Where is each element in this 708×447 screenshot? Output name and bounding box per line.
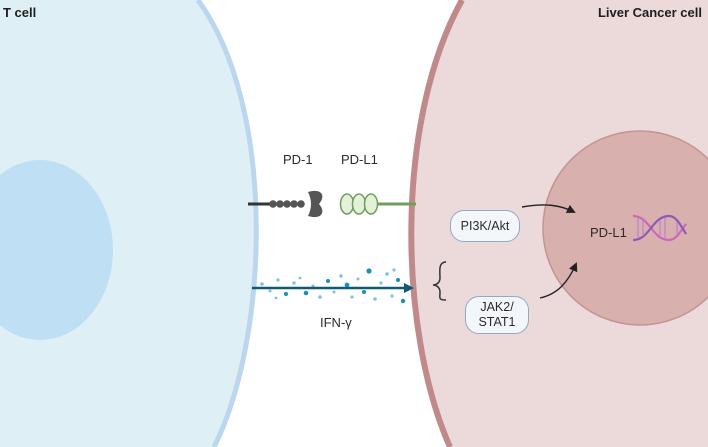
- ifn-gamma-particle: [268, 289, 272, 293]
- stat1-label: STAT1: [478, 315, 516, 329]
- jak2-stat1-pill: JAK2/ STAT1: [465, 296, 529, 334]
- pdl1-ligand: [339, 193, 416, 215]
- jak2-arrow: [539, 262, 578, 299]
- ifn-gamma-particle: [366, 268, 372, 274]
- ifn-gamma-particle: [392, 268, 396, 272]
- ifn-gamma-particle: [260, 282, 264, 286]
- ifn-gamma-particle: [274, 296, 278, 300]
- t-cell: [0, 0, 259, 447]
- ifn-gamma-particle: [390, 294, 394, 298]
- ifn-gamma-particle: [326, 279, 330, 283]
- ifn-gamma-particle: [332, 290, 336, 294]
- pi3k-akt-label: PI3K/Akt: [460, 218, 510, 233]
- cancer-cell-membrane: [408, 0, 465, 447]
- ifn-gamma-particle: [396, 278, 400, 282]
- ifn-gamma-particle: [298, 276, 302, 280]
- ifn-gamma-particle: [362, 290, 366, 294]
- t-cell-body: [0, 0, 257, 447]
- ifn-gamma-particle: [379, 281, 383, 285]
- pi3k-arrow: [521, 204, 576, 213]
- pd1-receptor: [248, 190, 323, 218]
- t-cell-membrane: [195, 0, 259, 447]
- ifn-gamma-particle: [350, 295, 354, 299]
- ifn-gamma-particle: [318, 295, 322, 299]
- ifn-gamma-particles: [260, 268, 406, 304]
- pd1-label: PD-1: [283, 152, 313, 167]
- ifn-gamma-particle: [385, 272, 389, 276]
- t-cell-title: T cell: [3, 5, 37, 20]
- ifn-gamma-label: IFN-γ: [320, 315, 352, 330]
- pdl1-label: PD-L1: [341, 152, 378, 167]
- ifn-gamma-particle: [339, 274, 343, 278]
- ifn-gamma-particle: [356, 277, 360, 281]
- cancer-cell-nucleus: [542, 130, 708, 326]
- ifn-gamma-particle: [303, 290, 309, 296]
- ifn-gamma-particle: [373, 297, 377, 301]
- liver-cancer-cell: [408, 0, 708, 447]
- receptor-brace: [432, 261, 447, 301]
- pd1-head: [308, 190, 323, 218]
- ifn-gamma-particle: [344, 282, 350, 288]
- ifn-gamma-particle: [276, 278, 280, 282]
- pi3k-akt-pill: PI3K/Akt: [450, 210, 520, 242]
- t-cell-nucleus: [0, 160, 113, 340]
- nucleus-pdl1-label: PD-L1: [590, 225, 627, 240]
- ifn-gamma-particle: [292, 281, 296, 285]
- ifn-gamma-particle: [400, 298, 406, 304]
- dna-icon: [632, 214, 687, 242]
- jak2-label: JAK2/: [480, 300, 514, 314]
- cancer-cell-title: Liver Cancer cell: [597, 5, 702, 20]
- ifn-gamma-particle: [311, 284, 315, 288]
- ifn-gamma-particle: [284, 292, 288, 296]
